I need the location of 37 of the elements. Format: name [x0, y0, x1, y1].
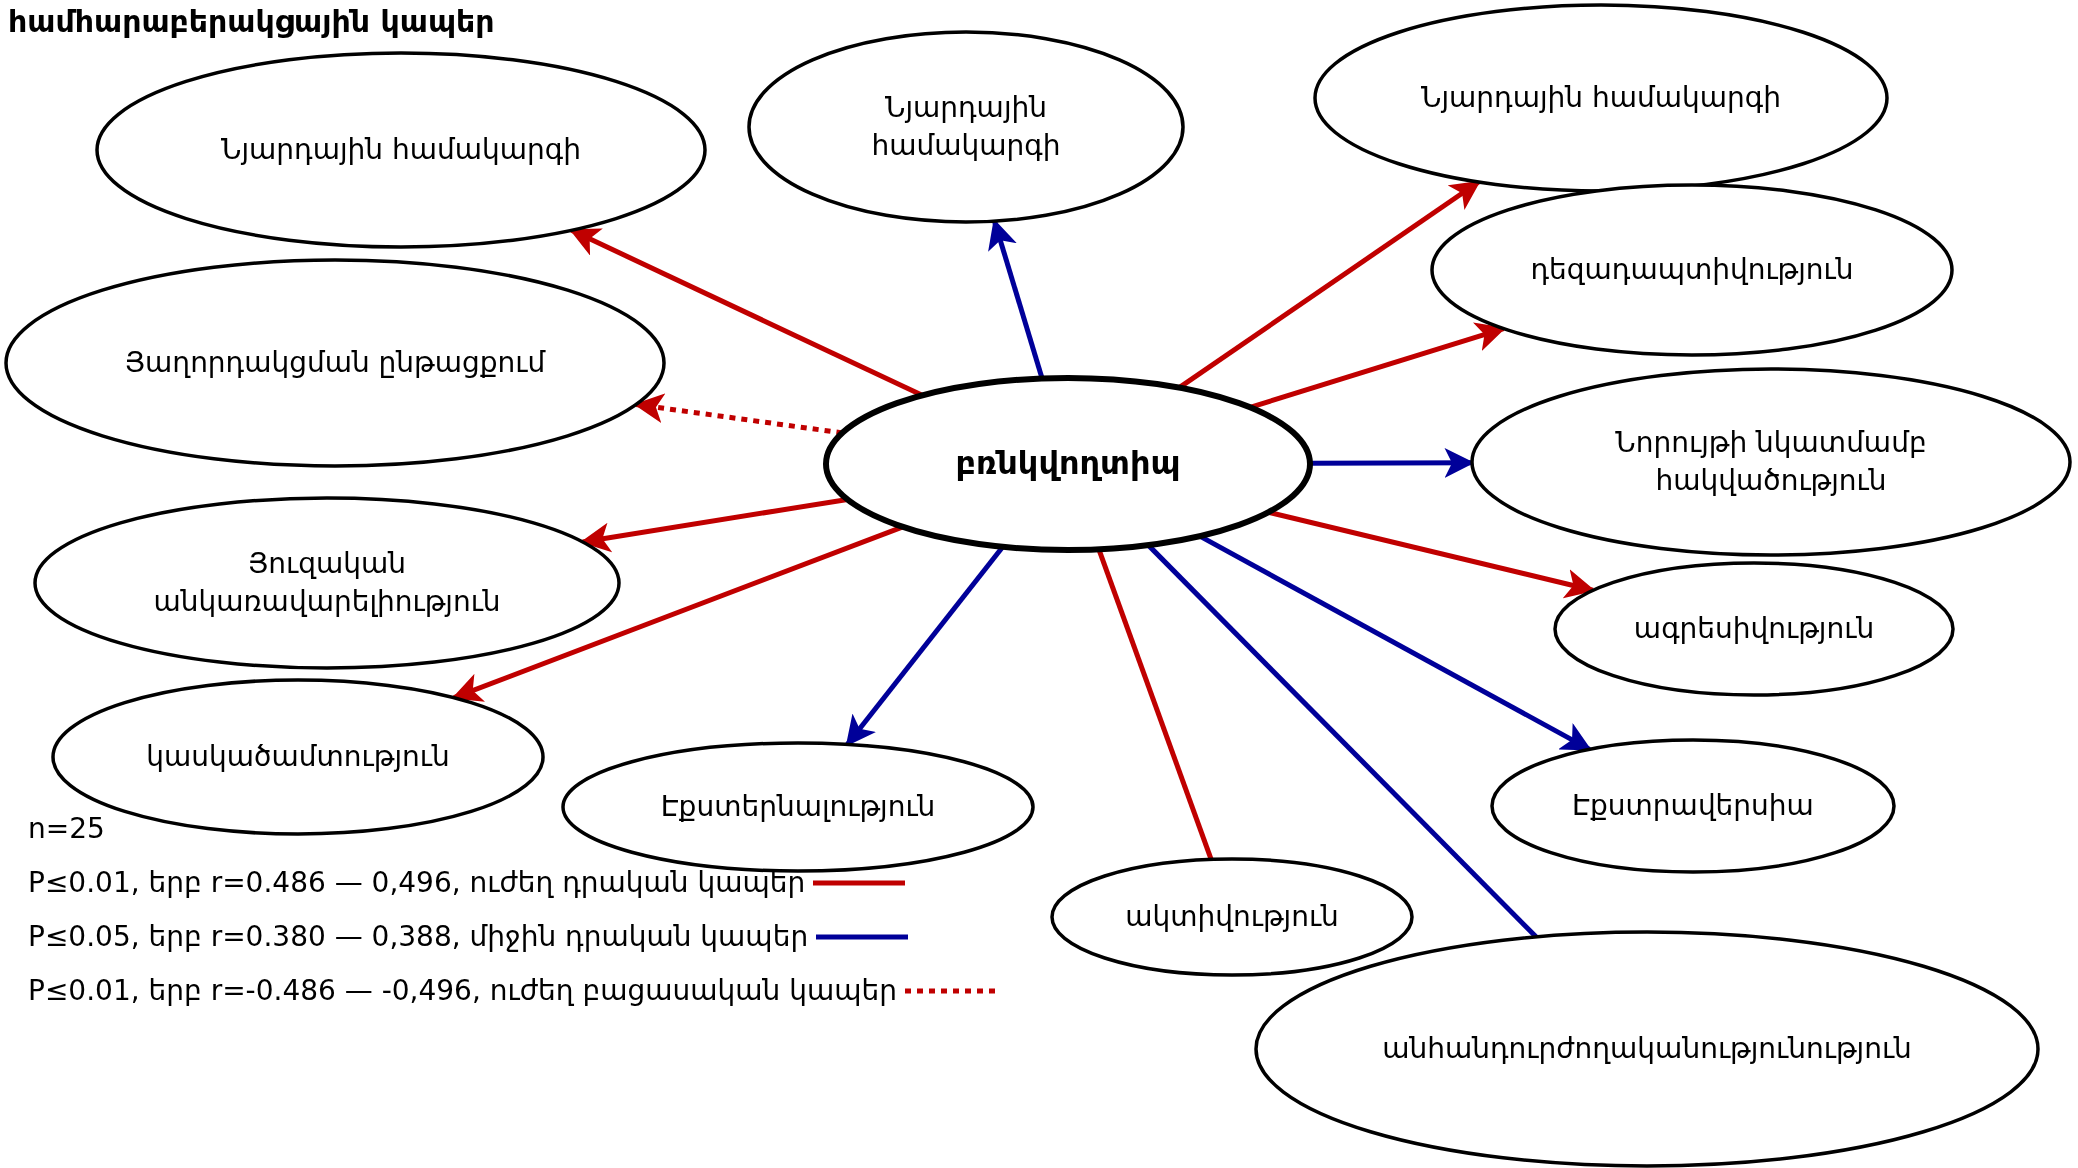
node-label: Նյարդային համակարգի [220, 132, 582, 169]
ellipse-node [826, 378, 1310, 550]
ellipse-node [1052, 859, 1412, 975]
connector-arrow [1249, 322, 1506, 410]
legend-text: P≤0.01, երբ r=-0.486 — -0,496, ուժեղ բացասական կապեր [28, 974, 897, 1007]
diagram-title: համհարաբերակցային կապեր [8, 4, 495, 39]
ellipse-node [35, 498, 619, 668]
node-label: Նորույթի նկատմամբ հակվածություն [1614, 425, 1928, 499]
connector-arrow [451, 524, 904, 702]
node-label: Յուզական անկառավարելիություն [152, 546, 502, 620]
node-label: ագրեսիվություն [1632, 611, 1876, 648]
node-label: կասկածամտություն [145, 739, 451, 776]
sample-size-note: n=25 [28, 812, 105, 845]
node-label: բռնկվողտիպ [954, 443, 1182, 485]
legend-text: P≤0.01, երբ r=0.486 — 0,496, ուժեղ դրական կապեր [28, 866, 806, 899]
node-label: Յաղորդակցման ընթացքում [123, 345, 547, 382]
ellipse-node [1432, 185, 1952, 355]
connector-arrow [633, 393, 843, 436]
ellipse-node [563, 743, 1033, 871]
connector-arrow [580, 496, 848, 553]
ellipse-node [6, 260, 664, 466]
node-label: ակտիվություն [1124, 899, 1340, 936]
ellipse-node [1492, 740, 1894, 872]
node-label: Էքստրավերսիա [1571, 788, 1815, 825]
node-label: Էքստերնալություն [659, 789, 937, 826]
node-label: Նյարդային համակարգի [870, 90, 1062, 164]
node-label: Նյարդային համակարգի [1420, 80, 1782, 117]
legend-text: P≤0.05, երբ r=0.380 — 0,388, միջին դրական կապեր [28, 920, 809, 953]
ellipse-node [1472, 369, 2070, 555]
ellipse-node [1315, 5, 1887, 191]
node-label: դեզադապտիվություն [1529, 252, 1855, 289]
connector-arrow [1267, 509, 1596, 599]
ellipse-node [1256, 932, 2038, 1166]
ellipse-node [97, 53, 705, 247]
ellipse-node [749, 32, 1183, 222]
node-label: անհանդուրժողականությունություն [1381, 1031, 1913, 1068]
ellipse-node [1555, 563, 1953, 695]
